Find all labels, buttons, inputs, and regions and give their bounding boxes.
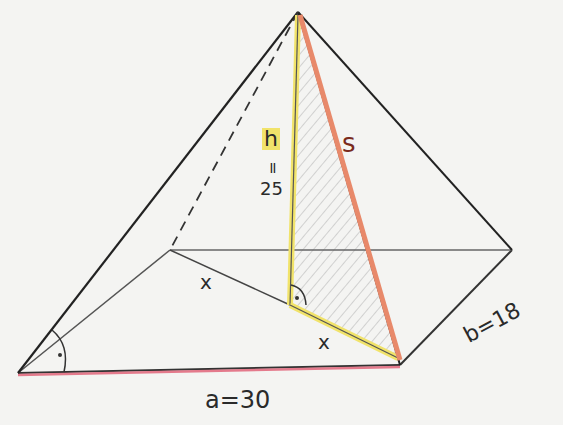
right-angle-mark	[291, 285, 306, 305]
side-b-dimension: b=18	[460, 299, 524, 347]
right-angle-dot	[58, 353, 62, 357]
hidden-edge	[170, 12, 298, 250]
right-angle-mark	[52, 330, 66, 372]
lateral-edge	[298, 12, 512, 250]
edge-a-highlight	[18, 367, 400, 375]
hatched-triangle	[290, 15, 398, 358]
lateral-edge	[18, 12, 298, 373]
height-highlight	[290, 15, 298, 305]
lateral-edge	[298, 12, 400, 365]
half-diagonal	[290, 305, 398, 358]
height-symbol: h	[262, 128, 280, 150]
edge-s-highlight	[300, 15, 400, 360]
height-value: 25	[260, 180, 283, 198]
edge-s-label: s	[342, 130, 356, 156]
base-left-edge	[18, 250, 170, 373]
base-back-edge	[170, 249, 512, 250]
height-line	[290, 15, 298, 305]
half-diagonal-label: x	[200, 272, 212, 292]
half-diagonal	[170, 250, 290, 305]
half-diagonal-label: x	[318, 332, 330, 352]
right-angle-dot	[295, 296, 299, 300]
equals-sign: =	[265, 161, 281, 174]
half-diagonal-highlight	[290, 305, 398, 358]
side-a-dimension: a=30	[205, 388, 270, 412]
